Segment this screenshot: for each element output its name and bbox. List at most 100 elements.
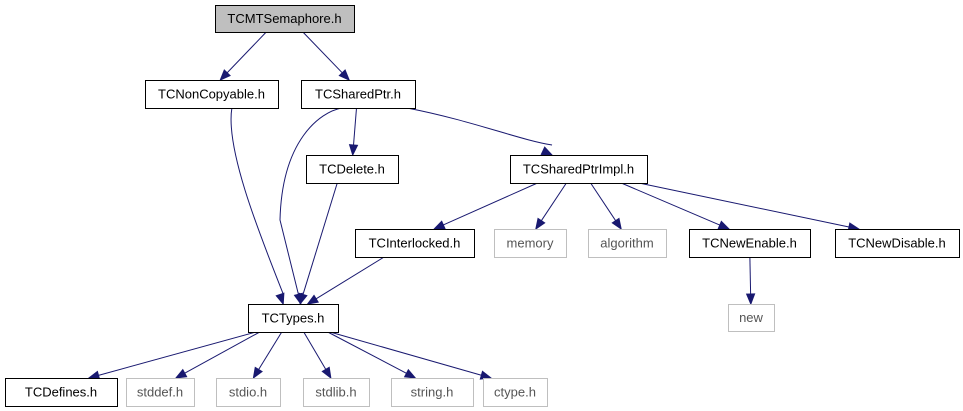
- edge-tcsharedptr-to-tctypes: [279, 107, 342, 306]
- node-box: [494, 229, 567, 258]
- node-tcdelete[interactable]: TCDelete.h: [306, 155, 399, 184]
- edge-tcsharedptrimpl-to-tcnewdisable: [638, 182, 861, 232]
- edge-line: [98, 331, 257, 376]
- node-algorithm: algorithm: [588, 229, 667, 258]
- edge-tctypes-to-stdlib: [303, 331, 332, 380]
- edge-tcmtsemaphore-to-tcsharedptr: [302, 31, 351, 81]
- node-box: [301, 80, 416, 109]
- node-box: [510, 155, 648, 184]
- edge-tcsharedptrimpl-to-tcnewenable: [621, 182, 731, 230]
- edge-tcmtsemaphore-to-tcnoncopyable: [219, 31, 267, 81]
- node-tcinterlocked[interactable]: TCInterlocked.h: [355, 229, 475, 258]
- node-label: TCSharedPtr.h: [315, 86, 401, 101]
- node-box: [248, 304, 339, 333]
- edge-arrowhead: [432, 220, 446, 230]
- node-label: TCNonCopyable.h: [158, 86, 265, 101]
- node-tcmtsemaphore[interactable]: TCMTSemaphore.h: [215, 5, 355, 33]
- node-label: string.h: [411, 384, 454, 399]
- edge-tctypes-to-stdio: [252, 331, 283, 380]
- edge-line: [621, 182, 720, 226]
- node-box: [391, 378, 474, 407]
- edge-tctypes-to-string: [327, 331, 417, 379]
- edge-tcnoncopyable-to-tctypes: [230, 107, 285, 306]
- edge-tctypes-to-stddef: [174, 331, 260, 379]
- edge-arrowhead: [174, 368, 188, 379]
- node-label: stddef.h: [137, 384, 183, 399]
- edge-arrowhead: [540, 146, 554, 156]
- node-box: [588, 229, 667, 258]
- node-box: [145, 80, 279, 109]
- edge-line: [638, 182, 850, 228]
- edge-line: [590, 182, 617, 221]
- edge-tcsharedptrimpl-to-algorithm: [590, 182, 622, 231]
- node-tcsharedptr[interactable]: TCSharedPtr.h: [301, 80, 416, 109]
- node-label: new: [739, 310, 763, 325]
- edge-arrowhead: [348, 144, 359, 157]
- node-tcnewenable[interactable]: TCNewEnable.h: [689, 229, 811, 258]
- node-box: [355, 229, 475, 258]
- node-label: TCNewDisable.h: [848, 235, 946, 250]
- edges-layer: [87, 31, 861, 380]
- node-label: memory: [507, 235, 554, 250]
- edge-tcinterlocked-to-tctypes: [306, 256, 385, 305]
- edge-line: [315, 256, 385, 300]
- edge-line: [302, 182, 338, 295]
- edge-arrowhead: [338, 69, 351, 81]
- node-box: [835, 229, 960, 258]
- node-box: [215, 5, 355, 33]
- edge-arrowhead: [479, 370, 493, 380]
- node-box: [303, 378, 370, 407]
- edge-tcsharedptr-to-tcdelete: [348, 107, 359, 157]
- edge-tcsharedptrimpl-to-tcinterlocked: [432, 182, 538, 230]
- edge-line: [258, 331, 283, 370]
- node-ctype: ctype.h: [483, 378, 548, 407]
- edge-tcdelete-to-tctypes: [298, 182, 338, 306]
- edge-line: [749, 256, 752, 295]
- edge-arrowhead: [321, 366, 332, 380]
- node-label: ctype.h: [494, 384, 536, 399]
- edge-line: [279, 107, 342, 295]
- edge-arrowhead: [403, 368, 417, 379]
- node-tctypes[interactable]: TCTypes.h: [248, 304, 339, 333]
- edge-arrowhead: [306, 294, 320, 305]
- edge-line: [329, 331, 482, 376]
- edge-line: [230, 107, 284, 295]
- node-string: string.h: [391, 378, 474, 407]
- edge-line: [540, 182, 567, 221]
- node-stdlib: stdlib.h: [303, 378, 370, 407]
- edge-line: [303, 331, 327, 370]
- node-label: TCDelete.h: [319, 161, 385, 176]
- edge-arrowhead: [717, 220, 731, 230]
- node-label: algorithm: [600, 235, 653, 250]
- edge-line: [443, 182, 538, 226]
- edge-tctypes-to-tcdefines: [87, 331, 257, 380]
- node-label: stdlib.h: [315, 384, 356, 399]
- node-box: [689, 229, 811, 258]
- edge-line: [406, 107, 553, 146]
- edge-arrowhead: [252, 366, 263, 380]
- node-label: TCMTSemaphore.h: [227, 11, 341, 26]
- node-stddef: stddef.h: [126, 378, 195, 407]
- node-label: TCDefines.h: [25, 384, 97, 399]
- edge-tcnewenable-to-new: [745, 256, 756, 306]
- edge-arrowhead: [219, 69, 231, 81]
- edge-line: [226, 31, 267, 74]
- node-tcsharedptrimpl[interactable]: TCSharedPtrImpl.h: [510, 155, 648, 184]
- node-tcnoncopyable[interactable]: TCNonCopyable.h: [145, 80, 279, 109]
- edge-line: [302, 31, 343, 74]
- node-label: TCSharedPtrImpl.h: [523, 161, 634, 176]
- node-tcnewdisable[interactable]: TCNewDisable.h: [835, 229, 960, 258]
- node-label: TCTypes.h: [262, 310, 325, 325]
- node-new: new: [728, 304, 775, 332]
- node-memory: memory: [494, 229, 567, 258]
- node-label: stdio.h: [229, 384, 267, 399]
- node-tcdefines[interactable]: TCDefines.h: [5, 378, 118, 407]
- node-label: TCInterlocked.h: [369, 235, 461, 250]
- edge-arrowhead: [275, 292, 285, 306]
- edge-arrowhead: [611, 217, 622, 231]
- node-stdio: stdio.h: [216, 378, 281, 407]
- node-label: TCNewEnable.h: [702, 235, 797, 250]
- node-box: [216, 378, 281, 407]
- node-box: [5, 378, 118, 407]
